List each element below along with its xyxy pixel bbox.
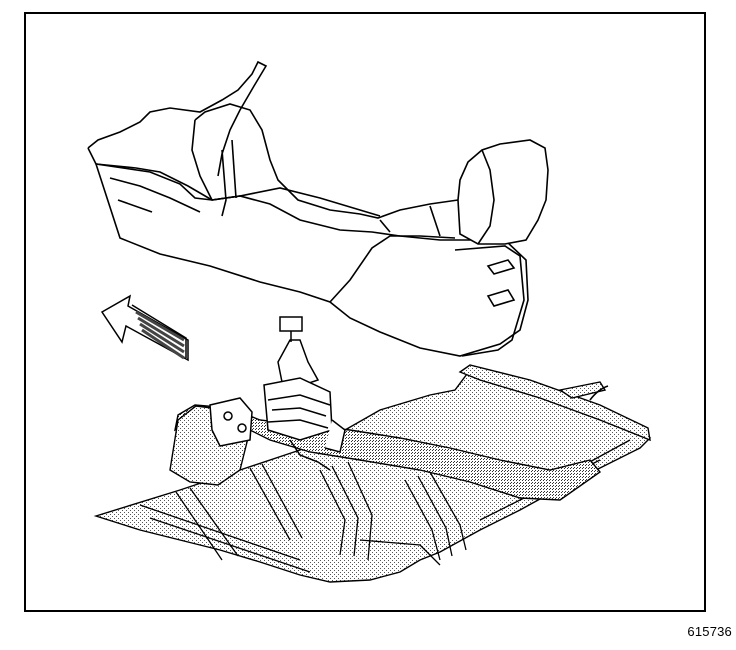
floor-pan <box>93 369 652 583</box>
direction-arrow <box>100 294 189 362</box>
figure-number: 615736 <box>687 624 732 639</box>
shifter-assembly <box>209 316 346 471</box>
floor-tab <box>589 385 609 401</box>
right-rear-panel <box>458 364 651 442</box>
floor-ribs <box>139 439 631 573</box>
floor-console <box>87 60 549 357</box>
